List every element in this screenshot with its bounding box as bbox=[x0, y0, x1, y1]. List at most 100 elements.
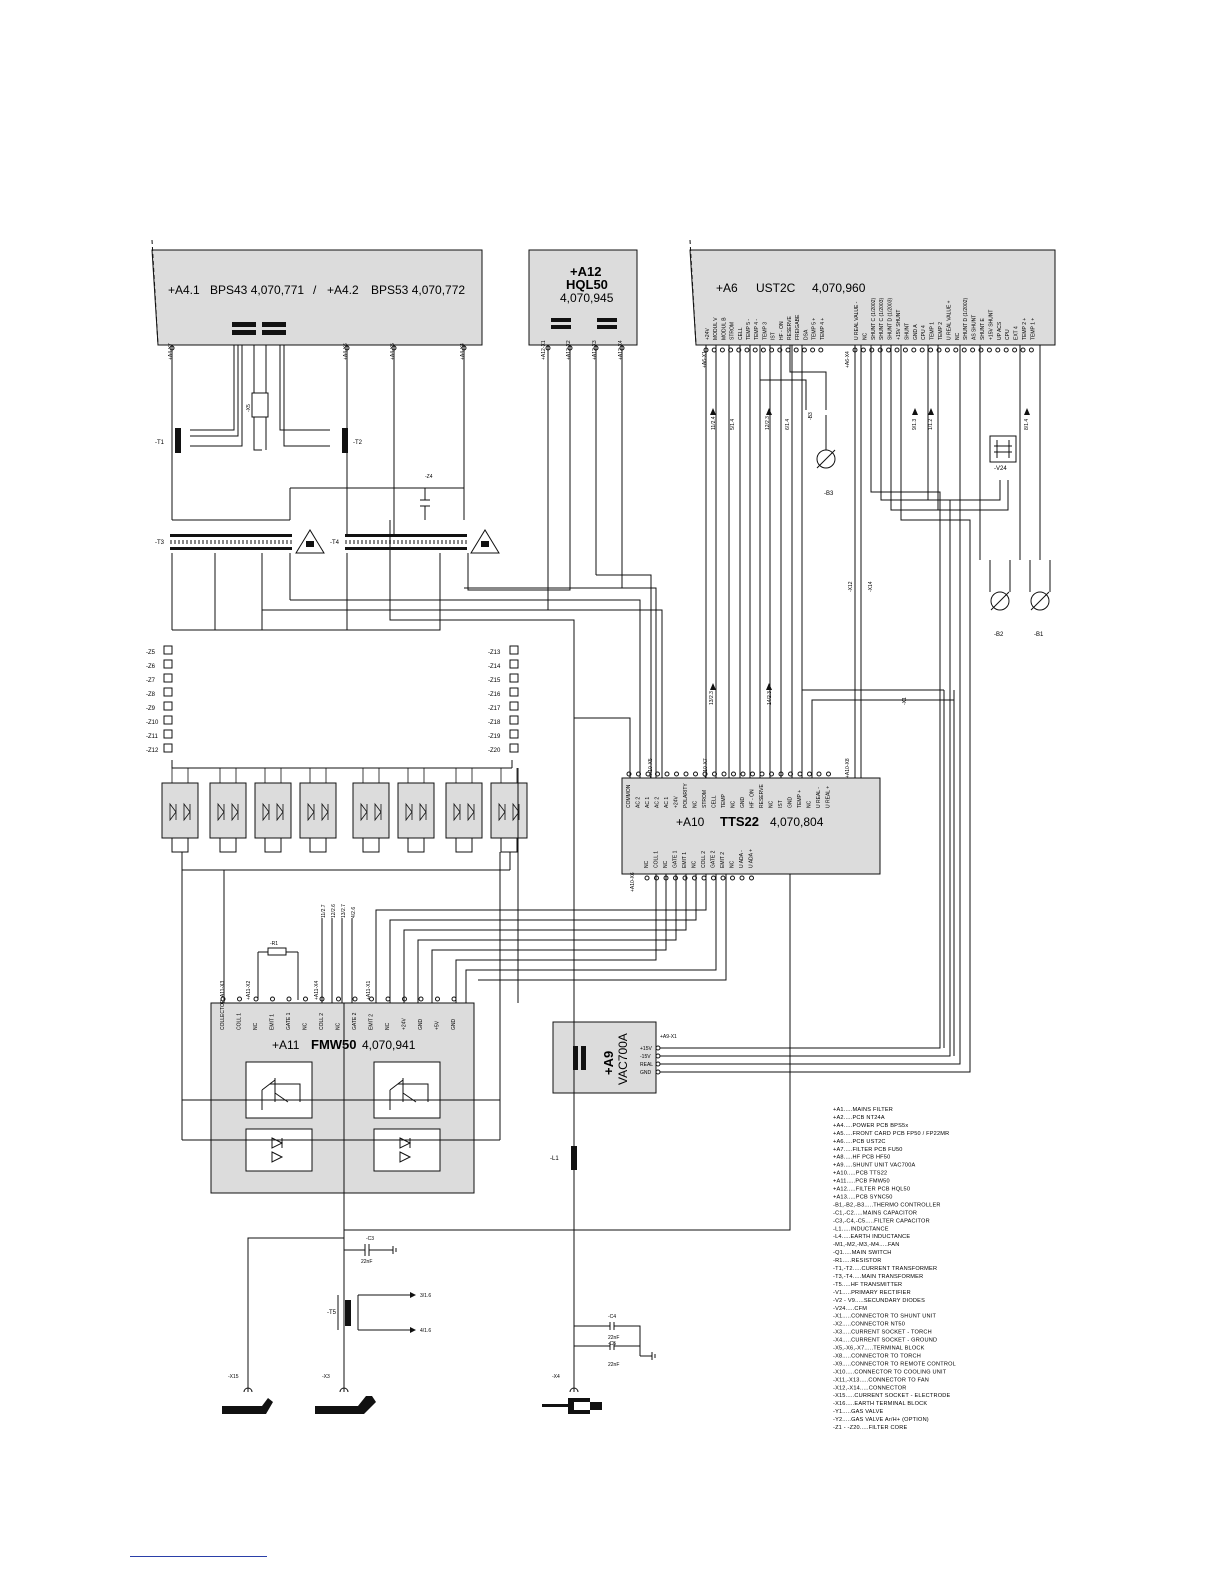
a11-pin-label: NC bbox=[253, 1022, 259, 1030]
pin bbox=[336, 996, 341, 1002]
a11-pin-label: EMIT 1 bbox=[270, 1014, 276, 1030]
a10-pin-label: NC bbox=[693, 800, 699, 808]
diode-lead bbox=[171, 768, 189, 783]
a6-pin-label: +15V SHUNT bbox=[896, 310, 902, 340]
a11-pin-label: +5V bbox=[435, 1020, 441, 1030]
legend-entry: -X4.....CURRENT SOCKET - GROUND bbox=[833, 1338, 937, 1344]
svg-text:-T5: -T5 bbox=[327, 1310, 337, 1316]
a10-pin-label: TEMP + bbox=[797, 790, 803, 808]
z-core-label: -Z9 bbox=[146, 706, 156, 712]
block-a12-hql50: +A12 HQL50 4,070,945 bbox=[528, 249, 638, 346]
legend-entry: +A7.....FILTER PCB FU50 bbox=[833, 1147, 903, 1153]
pin bbox=[894, 347, 900, 353]
t4-label: -T4 bbox=[330, 540, 340, 546]
pin bbox=[701, 875, 707, 881]
pin bbox=[744, 347, 750, 353]
a12-code: 4,070,945 bbox=[560, 291, 614, 305]
t3-label: -T3 bbox=[155, 540, 165, 546]
pin bbox=[801, 347, 807, 353]
legend-entry: +A2.....PCB NT24A bbox=[833, 1115, 885, 1121]
a6-pin-label: U REAL VALUE + bbox=[946, 300, 952, 340]
legend-entry: +A1.....MAINS FILTER bbox=[833, 1107, 893, 1113]
a9-pin-label: GND bbox=[640, 1070, 652, 1076]
svg-text:+A10-X8: +A10-X8 bbox=[845, 758, 851, 778]
a11-pin-label: EMIT 2 bbox=[369, 1014, 375, 1030]
a10-pin-label: NC bbox=[731, 800, 737, 808]
pin bbox=[719, 347, 725, 353]
a4-name2: BPS53 4,070,772 bbox=[371, 283, 465, 297]
a6-pin-label: SHUNT D (1/2002) bbox=[963, 298, 969, 340]
svg-text:+A11-X4: +A11-X4 bbox=[314, 981, 320, 1000]
svg-text:11/2.4: 11/2.4 bbox=[711, 416, 717, 430]
filter-core bbox=[509, 645, 519, 655]
pin bbox=[740, 771, 746, 777]
legend-entry: -B1,-B2,-B3.....THERMO CONTROLLER bbox=[833, 1202, 941, 1208]
diode-terminal bbox=[455, 837, 473, 853]
filter-core bbox=[163, 645, 173, 655]
pin bbox=[995, 347, 1001, 353]
a10-pin-label: NC bbox=[644, 860, 650, 868]
legend-entry: -R1.....RESISTOR bbox=[833, 1258, 881, 1264]
a11-pin-label: GATE 2 bbox=[352, 1012, 358, 1030]
legend-entry: -X15.....CURRENT SOCKET - ELECTRODE bbox=[833, 1393, 951, 1399]
socket-x3-torch: -X3 bbox=[315, 1374, 376, 1414]
pin bbox=[674, 771, 679, 777]
a6-pin-label: TEMP 2 + bbox=[1022, 318, 1028, 340]
legend-entry: -T5.....HF TRANSMITTER bbox=[833, 1282, 902, 1288]
z-core-label: -Z12 bbox=[146, 748, 159, 754]
svg-text:+A11-X1: +A11-X1 bbox=[366, 981, 372, 1000]
pin bbox=[655, 1069, 661, 1075]
z-core-label: -Z5 bbox=[146, 650, 156, 656]
svg-text:12/2.6: 12/2.6 bbox=[331, 904, 337, 918]
reference-tags: 11/2.4 5/1.4 12/2.3 6/1.4 9/1.3 1/1.2 8/… bbox=[321, 408, 1030, 918]
r1-label: -R1 bbox=[270, 941, 278, 947]
a10-pin-label: NC bbox=[663, 860, 669, 868]
z-core-label: -Z15 bbox=[488, 678, 501, 684]
diode-module bbox=[397, 782, 435, 839]
legend-entry: -X8.....CONNECTOR TO TORCH bbox=[833, 1353, 921, 1359]
filter-cores: -Z5-Z6-Z7-Z8-Z9-Z10-Z11-Z12-Z13-Z14-Z15-… bbox=[146, 645, 519, 754]
svg-text:13/2.3: 13/2.3 bbox=[709, 691, 715, 705]
a9-pin-label: REAL bbox=[640, 1062, 653, 1068]
secondary-diodes bbox=[161, 768, 528, 853]
legend-entry: -T3,-T4.....MAIN TRANSFORMER bbox=[833, 1274, 923, 1280]
pin bbox=[385, 996, 391, 1002]
filter-capacitors: -C3 22nF -C4 22nF -C5 22nF bbox=[344, 1236, 656, 1368]
a6-pin-label: DSA bbox=[803, 329, 809, 340]
pin bbox=[303, 996, 308, 1002]
svg-text:-X3: -X3 bbox=[322, 1374, 330, 1380]
pin bbox=[944, 347, 950, 353]
legend-entry: -M1,-M2,-M3,-M4.....FAN bbox=[833, 1242, 899, 1248]
filter-core bbox=[509, 673, 519, 683]
a4-name1: BPS43 4,070,771 bbox=[210, 283, 304, 297]
a6-pin-label: TEMP 1 bbox=[930, 322, 936, 340]
legend-entry: -X3.....CURRENT SOCKET - TORCH bbox=[833, 1330, 932, 1336]
z-core-label: -Z7 bbox=[146, 678, 156, 684]
a10-pin-label: U REAL - bbox=[816, 787, 822, 808]
legend-entry: -C3,-C4,-C5.....FILTER CAPACITOR bbox=[833, 1218, 930, 1224]
a10-pin-label: GND bbox=[788, 797, 794, 809]
pin bbox=[1012, 347, 1018, 353]
svg-text:+A10-X6: +A10-X6 bbox=[630, 872, 636, 892]
a11-pin-label: NC bbox=[336, 1022, 342, 1030]
legend-entry: -Z1 - -Z20.....FILTER CORE bbox=[833, 1425, 907, 1431]
connector-pins bbox=[169, 345, 1034, 353]
legend-entry: -C1,-C2.....MAINS CAPACITOR bbox=[833, 1210, 917, 1216]
diode-terminal bbox=[264, 837, 282, 853]
svg-text:-L1: -L1 bbox=[550, 1156, 559, 1162]
filter-core bbox=[509, 715, 519, 725]
a11-pin-label: COLLECTOR bbox=[220, 999, 226, 1030]
legend-entry: +A8.....HF PCB HF50 bbox=[833, 1155, 890, 1161]
filter-core bbox=[163, 715, 173, 725]
a6-pin-label: TEMP 3 bbox=[762, 322, 768, 340]
legend-entry: +A9.....SHUNT UNIT VAC700A bbox=[833, 1163, 916, 1169]
svg-text:22nF: 22nF bbox=[608, 1362, 619, 1368]
inductance-l1: -L1 bbox=[550, 1146, 577, 1170]
a6-pin-label: UP ACS bbox=[997, 321, 1003, 340]
svg-text:12/2.3: 12/2.3 bbox=[765, 416, 771, 430]
a6-pin-label: U REAL VALUE - bbox=[854, 301, 860, 340]
svg-text:14/2.3: 14/2.3 bbox=[767, 691, 773, 705]
pin bbox=[826, 771, 831, 777]
a9-pin-label: -15V bbox=[640, 1054, 651, 1060]
diode-lead bbox=[362, 768, 380, 783]
